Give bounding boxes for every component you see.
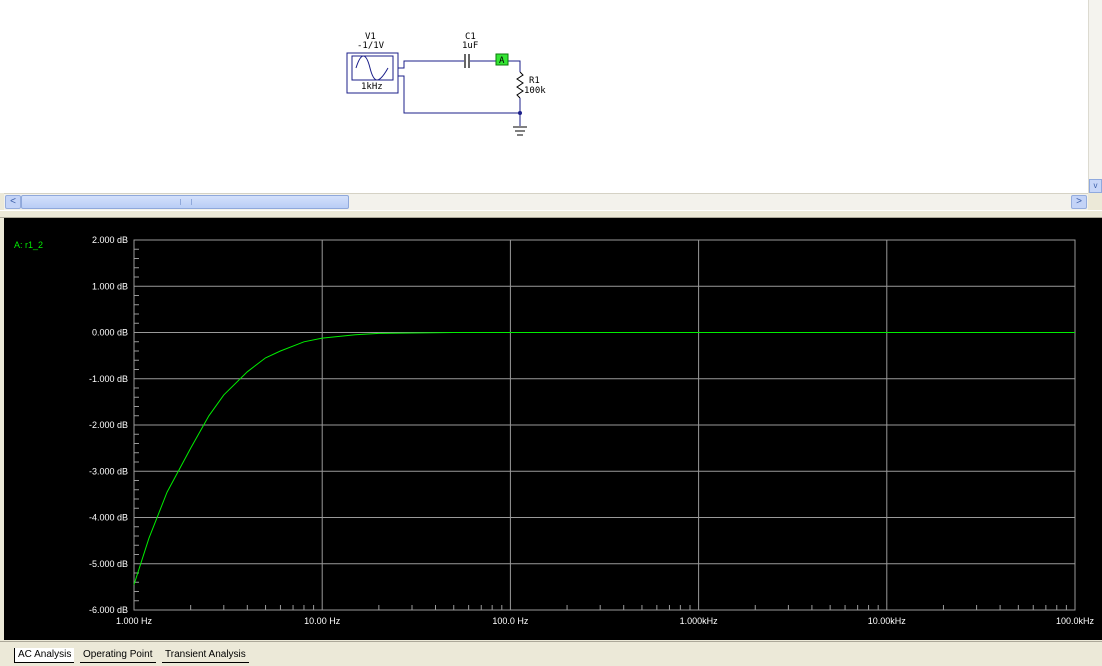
x-tick-label: 1.000kHz bbox=[680, 616, 719, 626]
x-tick-label: 10.00 Hz bbox=[304, 616, 341, 626]
x-tick-label: 1.000 Hz bbox=[116, 616, 153, 626]
probe-a-marker[interactable] bbox=[495, 53, 509, 66]
resistor-r1[interactable] bbox=[516, 71, 524, 99]
scroll-thumb[interactable] bbox=[21, 195, 349, 209]
ac-analysis-plot[interactable]: 2.000 dB 1.000 dB 0.000 dB -1.000 dB -2.000 … bbox=[4, 218, 1102, 640]
circuit-diagram: V1 -1/1V 1kHz C1 1uF A R1 100k bbox=[346, 32, 546, 136]
y-tick-label: -1.000 dB bbox=[89, 374, 128, 384]
schematic-canvas[interactable]: V1 -1/1V 1kHz C1 1uF A R1 100k bbox=[0, 0, 1092, 193]
x-tick-label: 10.00kHz bbox=[868, 616, 907, 626]
v1-value-label: -1/1V bbox=[357, 41, 385, 51]
sine-symbol-box bbox=[351, 55, 394, 81]
tab-operating-point[interactable]: Operating Point bbox=[80, 648, 156, 663]
y-tick-label: -2.000 dB bbox=[89, 420, 128, 430]
x-tick-label: 100.0 Hz bbox=[492, 616, 529, 626]
scroll-grip-icon bbox=[180, 199, 192, 205]
sine-wave-icon bbox=[355, 55, 389, 81]
legend-label: A: r1_2 bbox=[14, 240, 43, 250]
wire-top-left bbox=[398, 60, 464, 69]
plot-svg: 2.000 dB 1.000 dB 0.000 dB -1.000 dB -2.000 … bbox=[14, 235, 1095, 626]
y-tick-label: 1.000 dB bbox=[92, 281, 128, 291]
c1-name-label: C1 bbox=[465, 32, 476, 42]
y-tick-label: -4.000 dB bbox=[89, 513, 128, 523]
wire-probe-resistor bbox=[508, 60, 521, 72]
v1-name-label: V1 bbox=[365, 32, 376, 42]
probe-a-label: A bbox=[499, 56, 505, 66]
r1-name-label: R1 bbox=[529, 76, 540, 86]
scroll-left-button[interactable]: < bbox=[5, 195, 21, 209]
analysis-tab-bar: AC Analysis Operating Point Transient An… bbox=[0, 641, 1102, 666]
y-tick-label: -3.000 dB bbox=[89, 466, 128, 476]
pane-splitter[interactable] bbox=[0, 210, 1102, 218]
y-tick-label: 0.000 dB bbox=[92, 328, 128, 338]
x-tick-label: 100.0kHz bbox=[1056, 616, 1095, 626]
wire-bottom bbox=[398, 75, 520, 114]
y-tick-label: -6.000 dB bbox=[89, 605, 128, 615]
v1-source-box[interactable] bbox=[346, 52, 399, 94]
y-tick-label: -5.000 dB bbox=[89, 559, 128, 569]
tab-ac-analysis[interactable]: AC Analysis bbox=[14, 648, 75, 663]
scroll-down-button[interactable]: v bbox=[1089, 179, 1102, 193]
y-tick-label: 2.000 dB bbox=[92, 235, 128, 245]
vertical-scrollbar[interactable]: v bbox=[1088, 0, 1102, 193]
r1-value-label: 100k bbox=[524, 86, 546, 96]
v1-freq-label: 1kHz bbox=[361, 82, 383, 92]
scroll-right-button[interactable]: > bbox=[1071, 195, 1087, 209]
junction-dot bbox=[518, 111, 522, 115]
tab-transient-analysis[interactable]: Transient Analysis bbox=[162, 648, 249, 663]
horizontal-scrollbar[interactable]: < > bbox=[4, 193, 1088, 210]
series-line-r1-2 bbox=[133, 332, 1075, 585]
c1-value-label: 1uF bbox=[462, 41, 478, 51]
